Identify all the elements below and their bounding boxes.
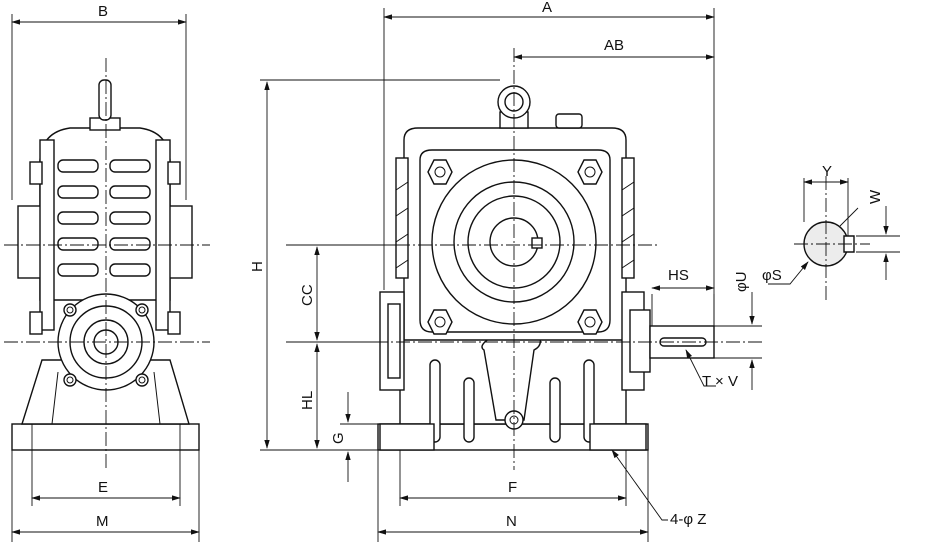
label-TxV: T × V <box>702 373 738 390</box>
label-F: F <box>508 479 517 496</box>
side-right-boss <box>167 205 193 279</box>
label-A: A <box>542 0 552 16</box>
label-phiS: φS <box>762 267 782 284</box>
side-breather-stem <box>98 79 112 121</box>
label-H: H <box>249 261 266 272</box>
label-HL: HL <box>299 391 316 410</box>
label-M: M <box>96 513 109 530</box>
side-view <box>4 58 210 470</box>
front-cover-bolts <box>427 159 603 335</box>
leader-Z <box>611 449 668 521</box>
shaft-section-detail <box>794 176 870 300</box>
leader-W <box>839 207 859 227</box>
label-CC: CC <box>299 284 316 306</box>
dimension-lines <box>11 8 900 542</box>
label-Y: Y <box>822 163 832 180</box>
label-B: B <box>98 3 108 20</box>
label-E: E <box>98 479 108 496</box>
label-phiU: φU <box>733 271 750 292</box>
front-view <box>286 48 762 470</box>
leader-S <box>768 261 809 285</box>
label-W: W <box>867 189 884 204</box>
side-left-boss <box>17 205 43 279</box>
label-AB: AB <box>604 37 624 54</box>
leader-TxV <box>685 349 716 387</box>
dimension-labels: B A AB Y W H CC HS φU φS HL G T × V E F … <box>96 0 884 530</box>
front-oil-plug <box>555 113 583 129</box>
label-HS: HS <box>668 267 689 284</box>
side-base-plate <box>11 423 200 451</box>
side-cooling-fins <box>57 159 151 277</box>
label-Z: 4-φ Z <box>670 511 706 528</box>
label-N: N <box>506 513 517 530</box>
label-G: G <box>330 432 347 444</box>
